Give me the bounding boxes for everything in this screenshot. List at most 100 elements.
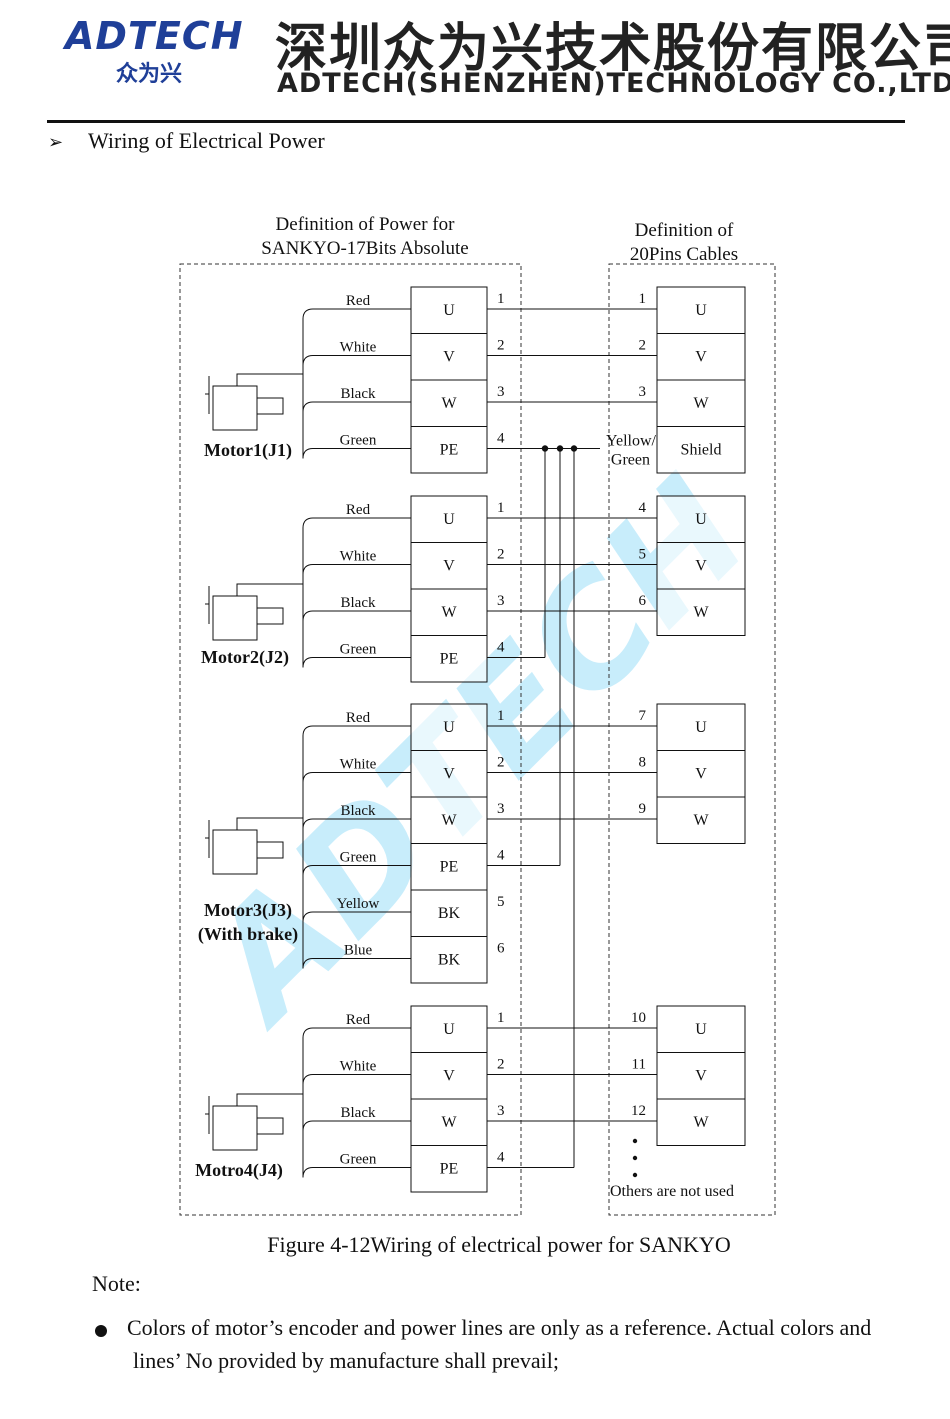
motor-cable (236, 1093, 303, 1106)
motor-terminal-name: W (441, 604, 457, 621)
motor-label-2: (With brake) (198, 924, 298, 945)
motor-pin-number: 2 (497, 755, 505, 771)
motor-terminal-name: V (443, 558, 455, 575)
right-dashed-border (608, 263, 776, 1216)
motor-cable (236, 373, 303, 386)
ellipsis-dot (632, 1172, 638, 1178)
wire-color-label: Black (341, 386, 376, 402)
figure-caption: Figure 4-12Wiring of electrical power fo… (267, 1232, 731, 1257)
section-title: Wiring of Electrical Power (88, 128, 325, 153)
cable-terminal-name: U (695, 1021, 707, 1038)
junction-dot (541, 445, 549, 452)
motor-label: Motor3(J3) (204, 900, 292, 921)
cable-terminal-name: W (693, 812, 709, 829)
wire-color-label: Red (346, 293, 371, 309)
motor-pin-number: 2 (497, 338, 505, 354)
wire-line (302, 401, 411, 413)
motor-terminal-cell (410, 843, 488, 891)
cable-terminal-cell (656, 588, 746, 636)
company-name-en: ADTECH(SHENZHEN)TECHNOLOGY CO.,LTD. (277, 68, 950, 99)
wire-color-label: Red (346, 710, 371, 726)
motor-shaft (256, 841, 284, 859)
cable-terminal-name: W (693, 604, 709, 621)
cable-pin-label-1: Yellow/ (606, 433, 657, 450)
cable-terminal-name: U (695, 302, 707, 319)
motor-terminal-name: PE (440, 859, 459, 876)
right-title-line-1: Definition of (635, 220, 734, 241)
motor-pin-number: 1 (497, 291, 505, 307)
motor-cable (236, 583, 303, 596)
motor-shaft (256, 607, 284, 625)
cable-terminal-name: W (693, 1114, 709, 1131)
motor-pin-number: 3 (497, 384, 505, 400)
adtech-logo: ADTECH (65, 14, 244, 58)
motor-pin-number: 5 (497, 894, 505, 910)
note-line-2: lines’ No provided by manufacture shall … (133, 1348, 560, 1373)
motor-pin-number: 6 (497, 941, 505, 957)
sankyo-definition-box (179, 263, 522, 1216)
wire-color-label: Black (341, 1105, 376, 1121)
motor-body (212, 595, 258, 641)
motor-terminal-name: U (443, 511, 455, 528)
cable-pin-number: 3 (639, 384, 647, 400)
motor-terminal-cell (410, 1098, 488, 1146)
motor-terminal-name: U (443, 719, 455, 736)
cable-terminal-cell (656, 1052, 746, 1100)
motor-terminal-name: V (443, 349, 455, 366)
ellipsis-dot (632, 1155, 638, 1161)
wire-color-label: White (340, 549, 377, 565)
cable-terminal-cell (656, 1005, 746, 1053)
cable-terminal-name: V (695, 1068, 707, 1085)
motor-pin-number: 4 (497, 640, 505, 656)
motor-terminal-name: W (441, 812, 457, 829)
cable-pin-number: 9 (639, 801, 647, 817)
right-title-line-2: 20Pins Cables (630, 244, 738, 265)
wire-color-label: Green (340, 433, 377, 449)
cable-pin-number: 11 (632, 1057, 646, 1073)
wire-color-label: White (340, 757, 377, 773)
cable-terminal-cell (656, 796, 746, 844)
motor-label: Motor1(J1) (204, 440, 292, 461)
cable-terminal-cell (656, 1098, 746, 1146)
wire-line (302, 308, 411, 320)
cable-pin-number: 1 (639, 291, 647, 307)
wire-color-label: Yellow (337, 896, 380, 912)
cable-terminal-name: Shield (681, 442, 722, 459)
wire-line (302, 657, 411, 668)
motor-terminal-cell (410, 635, 488, 683)
motor-terminal-cell (410, 333, 488, 381)
motor-terminal-cell (410, 1145, 488, 1193)
wire-line (302, 355, 411, 366)
wire-color-label: Black (341, 803, 376, 819)
motor-terminal-name: V (443, 1068, 455, 1085)
motor-icon (205, 1093, 303, 1151)
cable-terminals: U1V2W3ShieldYellow/GreenU4V5W6U7V8W9U10V… (606, 286, 746, 1178)
others-not-used-label: Others are not used (610, 1183, 734, 1200)
motor-terminal-cell (410, 936, 488, 984)
cable-terminal-name: V (695, 349, 707, 366)
wire-color-label: White (340, 1059, 377, 1075)
motor-shaft (256, 1117, 284, 1135)
motor-shaft (256, 397, 284, 415)
motor-pin-number: 1 (497, 500, 505, 516)
motor-terminal-cell (410, 703, 488, 751)
motor-pin-number: 4 (497, 431, 505, 447)
junction-dot (556, 445, 564, 452)
motor-body (212, 1105, 258, 1151)
cable-terminal-name: U (695, 719, 707, 736)
ellipsis-dot (632, 1138, 638, 1144)
wire-line (302, 610, 411, 622)
motor-pin-number: 4 (497, 848, 505, 864)
cable-definition-box (608, 263, 776, 1216)
wire-color-label: Black (341, 595, 376, 611)
page-header: ADTECH 众为兴 深圳众为兴技术股份有限公司 ADTECH(SHENZHEN… (0, 0, 950, 125)
motor-label: Motro4(J4) (195, 1160, 283, 1181)
motor-terminal-cell (410, 379, 488, 427)
motor-pin-number: 2 (497, 547, 505, 563)
motor-terminal-name: BK (438, 905, 461, 922)
